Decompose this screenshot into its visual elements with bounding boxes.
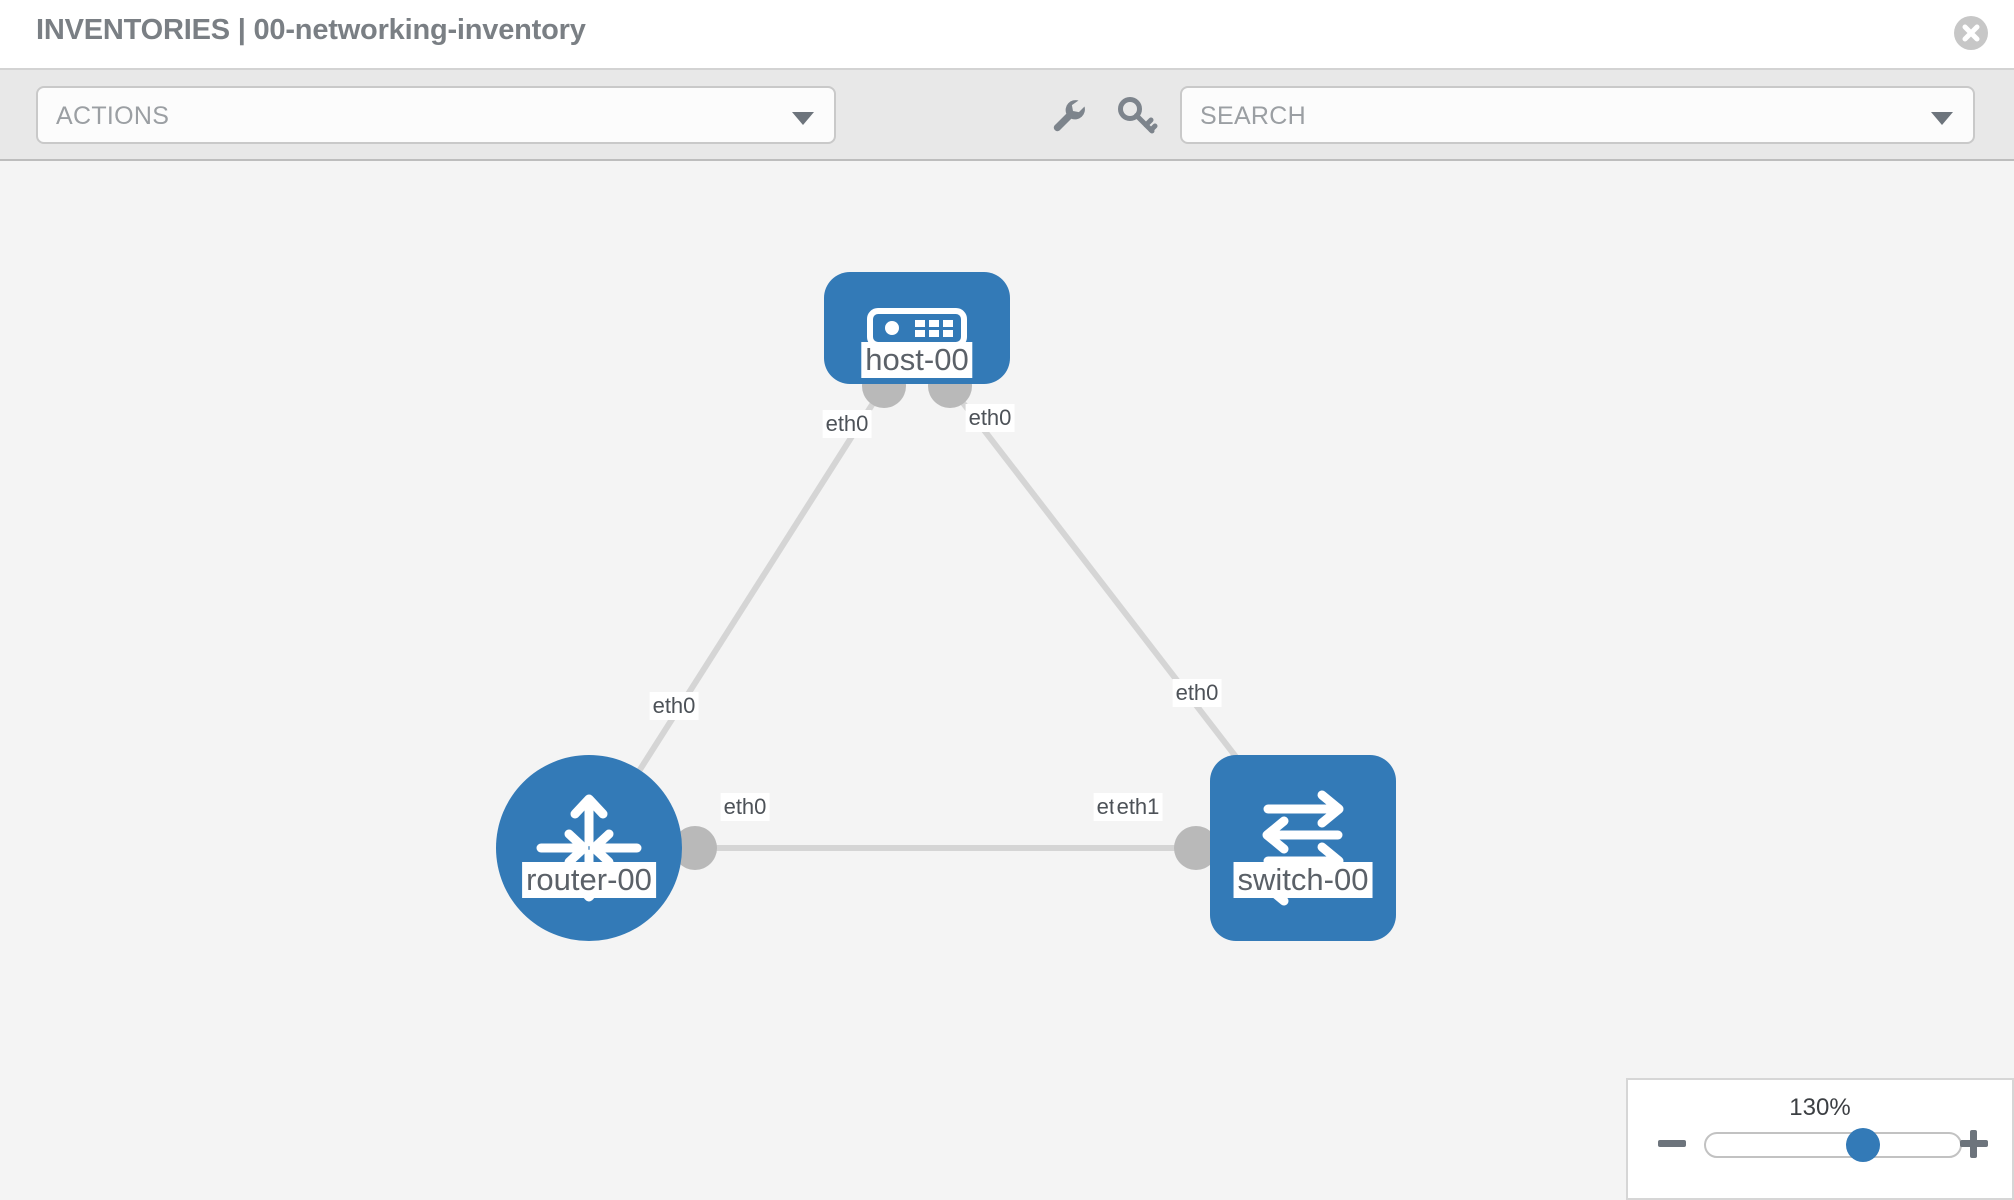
plus-icon[interactable] bbox=[1956, 1126, 1992, 1162]
zoom-control-panel: 130% bbox=[1626, 1078, 2014, 1200]
router-arrows-icon bbox=[496, 755, 682, 941]
actions-dropdown[interactable]: ACTIONS bbox=[36, 86, 836, 144]
edge-label: eth0 bbox=[1172, 679, 1222, 707]
edge-label: eth0 bbox=[965, 404, 1015, 432]
edge-label: eth0 bbox=[720, 793, 770, 821]
zoom-slider[interactable] bbox=[1704, 1128, 1962, 1162]
topology-node-host-00[interactable]: host-00 bbox=[824, 272, 1010, 384]
chevron-down-icon[interactable] bbox=[1931, 112, 1953, 125]
node-label: host-00 bbox=[861, 342, 973, 378]
switch-arrows-icon bbox=[1210, 755, 1396, 941]
edge-label: eth0 bbox=[649, 692, 699, 720]
toolbar: ACTIONS SEARCH bbox=[0, 68, 2014, 161]
node-label: switch-00 bbox=[1233, 862, 1373, 898]
actions-dropdown-label: ACTIONS bbox=[56, 102, 170, 130]
wrench-icon[interactable] bbox=[1047, 94, 1091, 138]
topology-canvas[interactable]: host-00 router-00 bbox=[0, 161, 2014, 1200]
search-input[interactable]: SEARCH bbox=[1180, 86, 1975, 144]
node-label: router-00 bbox=[522, 862, 656, 898]
minus-icon[interactable] bbox=[1654, 1126, 1690, 1162]
key-icon[interactable] bbox=[1115, 94, 1159, 138]
search-placeholder: SEARCH bbox=[1200, 102, 1306, 130]
topology-node-router-00[interactable]: router-00 bbox=[496, 755, 682, 941]
zoom-level-value: 130% bbox=[1789, 1094, 1851, 1121]
edge-label: eth0 bbox=[822, 410, 872, 438]
topology-links bbox=[617, 384, 1273, 851]
page-header: INVENTORIES | 00-networking-inventory bbox=[0, 0, 2014, 68]
close-icon[interactable] bbox=[1954, 16, 1988, 50]
page-title: INVENTORIES | 00-networking-inventory bbox=[36, 14, 586, 46]
topology-node-switch-00[interactable]: switch-00 bbox=[1210, 755, 1396, 941]
chevron-down-icon bbox=[792, 112, 814, 125]
edge-label: eth1 bbox=[1113, 793, 1163, 821]
zoom-slider-thumb[interactable] bbox=[1846, 1128, 1881, 1162]
